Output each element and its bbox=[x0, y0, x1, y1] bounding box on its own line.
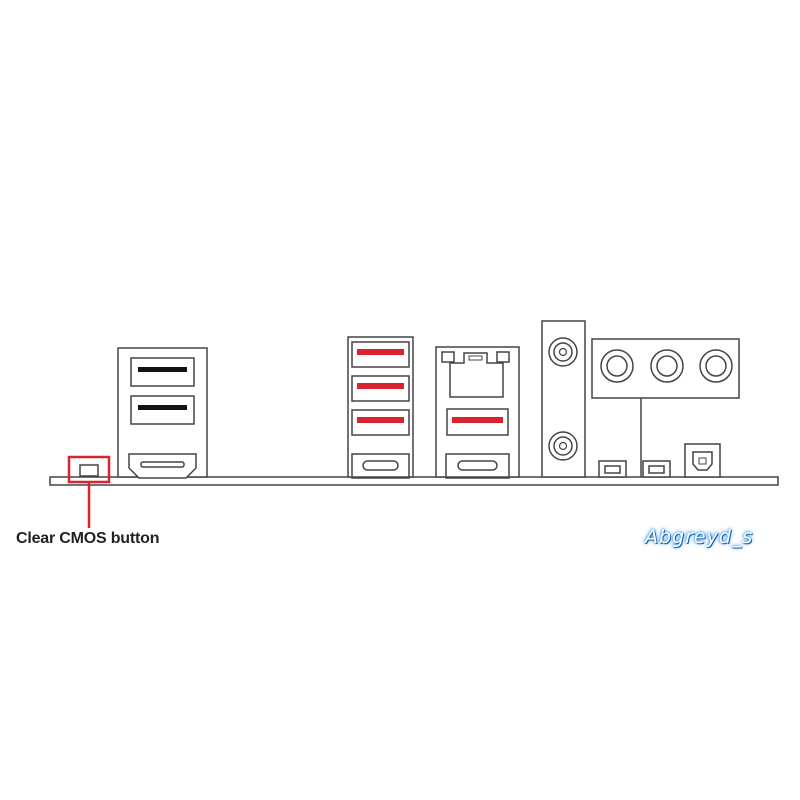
rj45-icon bbox=[449, 352, 504, 398]
lan-usb-block bbox=[435, 346, 520, 478]
button-icon bbox=[648, 465, 665, 474]
hdmi-icon bbox=[128, 453, 197, 479]
optical-spdif-port bbox=[684, 443, 721, 478]
usb-a-icon bbox=[130, 395, 195, 425]
audio-block bbox=[591, 338, 740, 399]
watermark-text: Abgreyd_s bbox=[645, 526, 754, 548]
audio-jack-icon bbox=[600, 349, 634, 383]
antenna-connector-icon bbox=[548, 431, 578, 461]
usb-a-port-red bbox=[351, 375, 410, 402]
usb-a-icon bbox=[130, 357, 195, 387]
wifi-antenna-connector bbox=[548, 431, 578, 461]
antenna-block bbox=[541, 320, 586, 478]
io-shield-baseline bbox=[49, 476, 779, 486]
usb-a-icon bbox=[351, 341, 410, 368]
usb-a-icon bbox=[351, 409, 410, 436]
antenna-connector-icon bbox=[548, 337, 578, 367]
usb-a-port-red bbox=[351, 341, 410, 368]
small-button bbox=[598, 460, 627, 478]
wifi-antenna-connector bbox=[548, 337, 578, 367]
audio-jack bbox=[600, 349, 634, 383]
usb-a-port-red bbox=[351, 409, 410, 436]
optical-out-icon bbox=[692, 451, 713, 471]
usb-a-icon bbox=[351, 375, 410, 402]
usb-a-port-red bbox=[446, 408, 509, 436]
audio-jack bbox=[650, 349, 684, 383]
clear-cmos-button-icon bbox=[79, 464, 99, 477]
usb-c-port bbox=[351, 453, 410, 479]
usb-red-block bbox=[347, 336, 414, 478]
usb-c-icon bbox=[351, 453, 410, 479]
usb-c-port bbox=[445, 453, 510, 479]
hdmi-port bbox=[128, 453, 197, 479]
usb-c-icon bbox=[445, 453, 510, 479]
usb-a-port-black bbox=[130, 395, 195, 425]
audio-jack bbox=[699, 349, 733, 383]
clear-cmos-label: Clear CMOS button bbox=[16, 530, 160, 547]
usb-a-port-black bbox=[130, 357, 195, 387]
button-icon bbox=[604, 465, 621, 474]
small-button bbox=[642, 460, 671, 478]
audio-jack-icon bbox=[650, 349, 684, 383]
audio-jack-icon bbox=[699, 349, 733, 383]
ethernet-port bbox=[441, 351, 510, 398]
usb-a-icon bbox=[446, 408, 509, 436]
